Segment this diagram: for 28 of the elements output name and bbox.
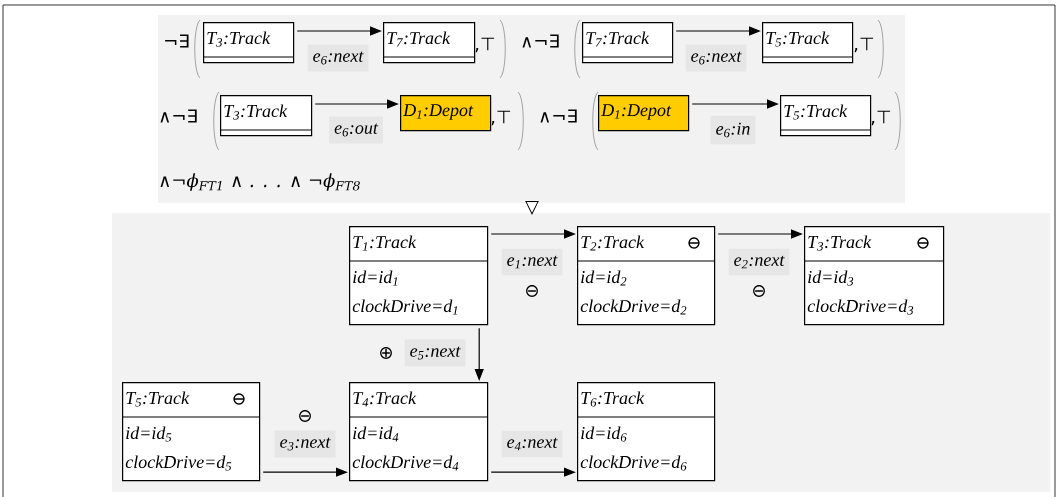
formula-text: ∧¬ϕ$_{FT1}$ ∧ . . . ∧ ¬ϕ$_{FT8}$ [160, 173, 360, 191]
class-box: D$_{1}$:Depot [400, 95, 492, 132]
class-box: T$_{6}$:Track id=id$_{6}$ clockDrive=d$_{6}$ [576, 382, 716, 482]
formula-text: ,⊤ [871, 110, 891, 126]
class-box: T$_{3}$:Track [219, 95, 313, 137]
class-box: D$_{1}$:Depot [598, 95, 690, 132]
class-box: T$_{7}$:Track [581, 22, 674, 64]
plus-symbol: ⊕ [380, 347, 392, 359]
minus-symbol: ⊖ [526, 285, 538, 297]
formula-text: ∧¬∃ [522, 34, 559, 48]
minus-symbol: ⊖ [753, 285, 765, 297]
class-box: T$_{3}$:Track [202, 22, 295, 64]
triangle-symbol: ▽ [525, 201, 539, 215]
formula-text: ∧¬∃ [160, 109, 197, 123]
class-box: T$_{2}$:Track ⊖ id=id$_{2}$ clockDrive=d$_{2}$ [576, 226, 716, 326]
formula-text: ,⊤ [491, 110, 511, 126]
formula-text: ∧¬∃ [540, 109, 577, 123]
class-box: T$_{5}$:Track [779, 95, 872, 137]
edge-label: e$_{6}$:out [329, 116, 383, 144]
formula-text: ,⊤ [854, 37, 874, 53]
class-box: T$_{3}$:Track ⊖ id=id$_{3}$ clockDrive=d$_{3}$ [803, 226, 945, 326]
class-box: T$_{1}$:Track id=id$_{1}$ clockDrive=d$_{1}$ [348, 226, 489, 326]
class-box: T$_{5}$:Track ⊖ id=id$_{5}$ clockDrive=d$_{5}$ [121, 382, 261, 482]
class-box: T$_{4}$:Track id=id$_{4}$ clockDrive=d$_{4}$ [348, 382, 489, 482]
class-box: T$_{5}$:Track [761, 22, 854, 64]
minus-symbol: ⊖ [299, 410, 311, 422]
formula-text: ,⊤ [475, 37, 495, 53]
class-box: T$_{7}$:Track [382, 22, 476, 64]
